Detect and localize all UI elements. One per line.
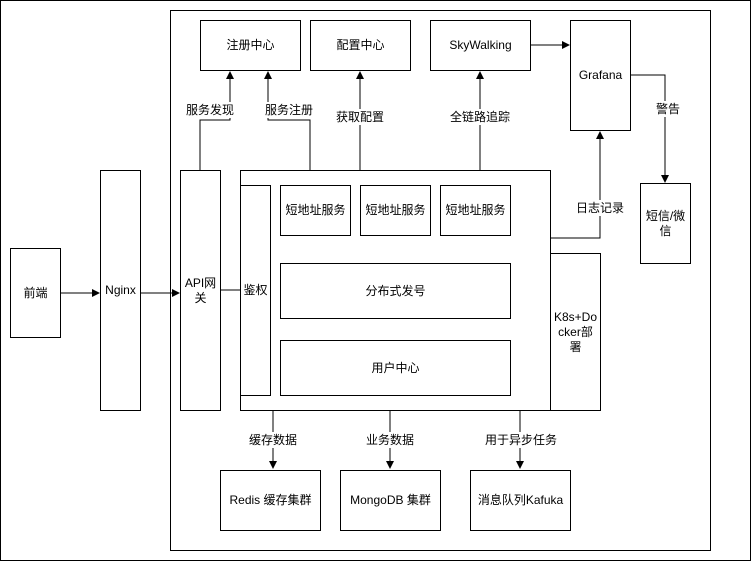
- k8s-docker-node[interactable]: K8s+Docker部署: [550, 253, 601, 411]
- kafka-label: 消息队列Kafuka: [477, 493, 564, 507]
- frontend-label: 前端: [23, 285, 48, 300]
- edge-label-cache-data: 缓存数据: [248, 432, 298, 448]
- short-url-service-node-1[interactable]: 短地址服务: [280, 185, 351, 236]
- redis-label: Redis 缓存集群: [229, 493, 312, 507]
- k8s-docker-label: K8s+Docker部署: [553, 309, 598, 354]
- grafana-label: Grafana: [578, 68, 623, 82]
- user-center-node[interactable]: 用户中心: [280, 340, 511, 396]
- edge-label-service-register: 服务注册: [264, 102, 314, 118]
- registry-label: 注册中心: [226, 38, 275, 52]
- edge-alert: [630, 74, 669, 183]
- short-url-service-node-3[interactable]: 短地址服务: [440, 185, 511, 236]
- nginx-node[interactable]: Nginx: [100, 170, 141, 411]
- sms-wechat-label: 短信/微信: [645, 208, 686, 238]
- auth-label: 鉴权: [243, 283, 268, 297]
- edge-label-full-trace: 全链路追踪: [449, 109, 511, 125]
- edge-label-service-discovery: 服务发现: [185, 102, 235, 118]
- registry-node[interactable]: 注册中心: [200, 20, 301, 71]
- edge-label-async-tasks: 用于异步任务: [484, 432, 558, 448]
- distributed-id-label: 分布式发号: [365, 283, 426, 298]
- config-center-node[interactable]: 配置中心: [310, 20, 411, 71]
- edge-service-register: [264, 71, 311, 170]
- distributed-id-node[interactable]: 分布式发号: [280, 263, 511, 319]
- mongodb-label: MongoDB 集群: [350, 493, 431, 507]
- user-center-label: 用户中心: [371, 360, 420, 375]
- skywalking-label: SkyWalking: [449, 38, 512, 52]
- edge-label-alert: 警告: [655, 101, 681, 117]
- sms-wechat-node[interactable]: 短信/微信: [640, 183, 691, 264]
- frontend-node[interactable]: 前端: [10, 248, 61, 338]
- skywalking-node[interactable]: SkyWalking: [430, 20, 531, 71]
- short-url-service-node-2[interactable]: 短地址服务: [360, 185, 431, 236]
- edge-label-business-data: 业务数据: [365, 432, 415, 448]
- api-gateway-label: API网关: [184, 275, 217, 305]
- short-url-service-label: 短地址服务: [285, 203, 346, 217]
- short-url-service-label: 短地址服务: [445, 203, 506, 217]
- redis-node[interactable]: Redis 缓存集群: [220, 470, 321, 531]
- edge-service-discovery: [199, 71, 234, 170]
- config-center-label: 配置中心: [336, 38, 385, 52]
- api-gateway-node[interactable]: API网关: [180, 170, 221, 411]
- edge-label-log-record: 日志记录: [575, 200, 625, 216]
- short-url-service-label: 短地址服务: [365, 203, 426, 217]
- mongodb-node[interactable]: MongoDB 集群: [340, 470, 441, 531]
- auth-node[interactable]: 鉴权: [240, 185, 271, 396]
- kafka-node[interactable]: 消息队列Kafuka: [470, 470, 571, 531]
- edge-log-record: [550, 131, 604, 239]
- nginx-label: Nginx: [105, 283, 136, 297]
- system-boundary-frame: [170, 10, 711, 551]
- grafana-node[interactable]: Grafana: [570, 20, 631, 131]
- edge-label-get-config: 获取配置: [335, 109, 385, 125]
